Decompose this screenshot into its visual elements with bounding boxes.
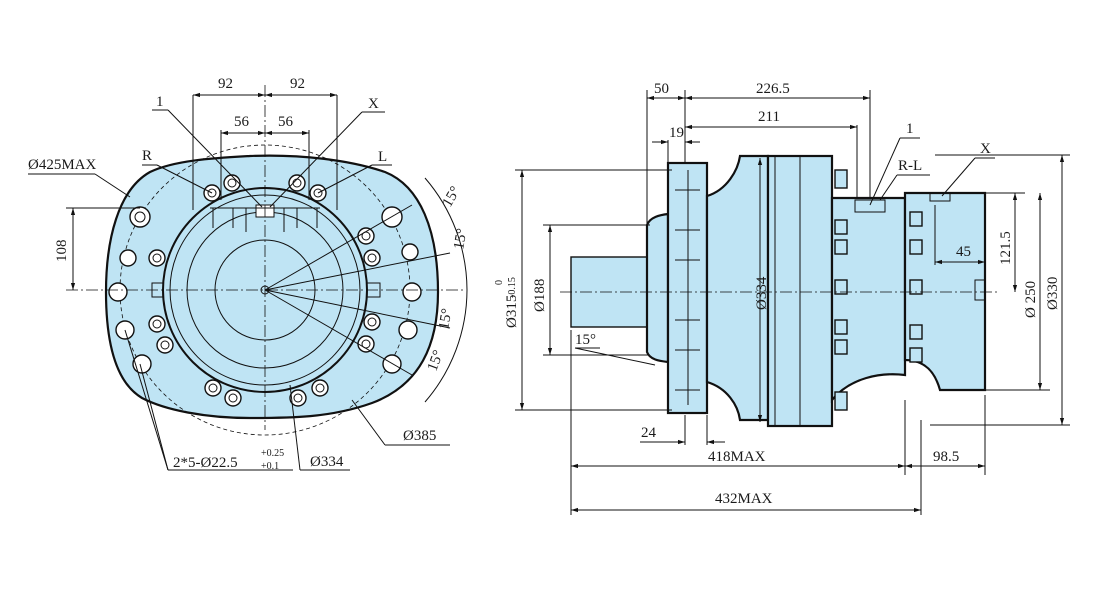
side-port-rl: R-L xyxy=(898,158,922,174)
dim-92-right: 92 xyxy=(290,76,305,92)
front-dim-108: 108 xyxy=(54,240,70,263)
front-hub xyxy=(645,212,670,364)
flange-bolts xyxy=(675,170,700,405)
side-dia-315-tol-lower: -0.15 xyxy=(507,277,518,298)
top-port xyxy=(854,199,886,213)
side-dim-19: 19 xyxy=(669,125,684,141)
motor-block xyxy=(903,191,987,392)
front-view: 92 92 56 56 1 X R L Ø425MAX 108 xyxy=(28,76,471,472)
side-dim-24: 24 xyxy=(641,425,657,441)
x-port xyxy=(929,192,951,202)
rear-bolts xyxy=(834,169,923,411)
dim-92-left: 92 xyxy=(218,76,233,92)
front-port-r: R xyxy=(142,148,152,164)
side-dim-432: 432MAX xyxy=(715,491,773,507)
side-view: 50 226.5 19 211 1 R-L X 45 121.5 Ø 250 Ø… xyxy=(494,81,1070,515)
front-angle-3: 15° xyxy=(436,307,455,330)
front-angle-4: 15° xyxy=(425,348,447,373)
side-dia-315-tol-upper: 0 xyxy=(494,280,505,285)
front-tol-lower: +0.1 xyxy=(261,461,279,472)
front-port-1: 1 xyxy=(156,94,164,110)
front-tol-upper: +0.25 xyxy=(261,448,284,459)
side-dim-50: 50 xyxy=(654,81,669,97)
side-angle-15: 15° xyxy=(575,332,596,348)
side-dia-330: Ø330 xyxy=(1045,277,1061,310)
side-dim-121: 121.5 xyxy=(998,231,1014,265)
side-dia-188: Ø188 xyxy=(532,279,548,312)
front-dia-425: Ø425MAX xyxy=(28,157,97,173)
side-dia-334: Ø334 xyxy=(754,276,770,310)
side-dim-418: 418MAX xyxy=(708,449,766,465)
right-notch xyxy=(367,282,381,298)
side-dim-226: 226.5 xyxy=(756,81,790,97)
side-dim-98: 98.5 xyxy=(933,449,959,465)
side-port-x: X xyxy=(980,141,991,157)
front-holes: 2*5-Ø22.5 xyxy=(173,455,238,471)
end-port xyxy=(974,279,986,301)
side-dim-211: 211 xyxy=(758,109,780,125)
front-angle-1: 15° xyxy=(440,184,464,210)
side-dim-45: 45 xyxy=(956,244,971,260)
dim-56-left: 56 xyxy=(234,114,250,130)
side-port-1: 1 xyxy=(906,121,914,137)
front-dia-334: Ø334 xyxy=(310,454,344,470)
front-port-l: L xyxy=(378,149,387,165)
side-dia-315: Ø315 xyxy=(504,295,520,328)
dim-56-right: 56 xyxy=(278,114,294,130)
top-teeth xyxy=(210,207,320,232)
side-dia-250: Ø 250 xyxy=(1023,281,1039,318)
outer-bolt-holes xyxy=(108,206,422,374)
front-dia-385: Ø385 xyxy=(403,428,436,444)
front-port-x: X xyxy=(368,96,379,112)
front-angle-2: 15° xyxy=(451,227,470,250)
inner-bolt-holes xyxy=(148,174,381,407)
